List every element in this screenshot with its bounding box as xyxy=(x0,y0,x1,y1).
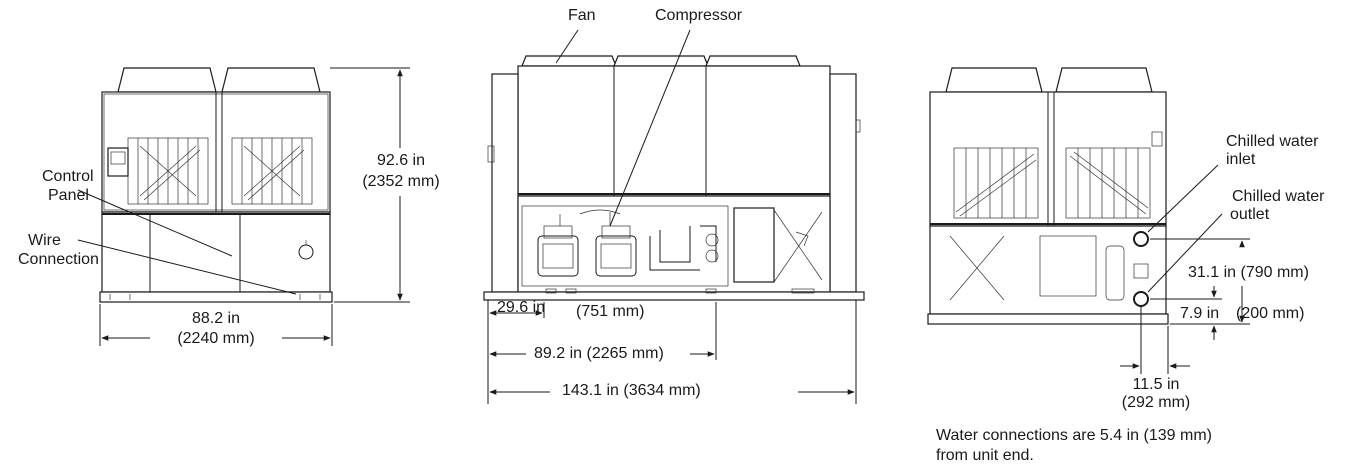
compressor-2 xyxy=(595,235,637,277)
side-coil-section xyxy=(517,65,831,197)
wire-connection-leader xyxy=(77,239,297,295)
control-panel-label-line1: Control xyxy=(42,168,94,185)
rear-fan-shroud-left xyxy=(945,67,1043,93)
rear-dim-31-1: 31.1 in (790 mm) xyxy=(1188,264,1309,281)
wire-connection-label-line1: Wire xyxy=(28,232,61,249)
chilled-water-outlet-label-line2: outlet xyxy=(1230,206,1270,223)
front-height-dim-in: 92.6 in xyxy=(376,152,426,169)
front-height-dim-mm: (2352 mm) xyxy=(362,173,440,190)
rear-dim-11-5-in: 11.5 in xyxy=(1132,376,1180,393)
front-base-rail xyxy=(99,291,333,303)
rear-lower-cabinet xyxy=(929,225,1167,315)
rear-view-unit xyxy=(927,67,1169,325)
side-heat-exchanger xyxy=(733,207,775,283)
rear-fan-shroud-right xyxy=(1055,67,1153,93)
fan-label: Fan xyxy=(568,7,596,24)
side-dim-89-2: 89.2 in (2265 mm) xyxy=(534,345,664,362)
chilled-water-inlet-port xyxy=(1133,231,1149,247)
water-connection-note-line1: Water connections are 5.4 in (139 mm) xyxy=(936,427,1212,444)
rear-dim-7-9-in: 7.9 in xyxy=(1180,305,1220,322)
side-dim-143-1: 143.1 in (3634 mm) xyxy=(562,382,701,399)
side-dim-29-6-mm: (751 mm) xyxy=(576,303,645,320)
rear-dim-11-5-mm: (292 mm) xyxy=(1121,394,1191,411)
inlet-leader xyxy=(1147,164,1219,233)
side-dim-29-6-in: 29.6 in xyxy=(497,299,546,316)
compressor-1 xyxy=(537,235,579,277)
front-width-dim-mm: (2240 mm) xyxy=(177,330,255,347)
side-right-frame xyxy=(829,73,857,293)
outlet-leader xyxy=(1147,213,1223,293)
front-fan-shroud-right xyxy=(221,67,321,93)
compressor-leader xyxy=(609,29,691,227)
front-width-dim-in: 88.2 in xyxy=(191,310,241,327)
side-base-rail xyxy=(483,291,865,301)
chilled-water-inlet-label-line2: inlet xyxy=(1226,151,1256,168)
side-fan-shroud-3 xyxy=(705,55,801,67)
wire-connection-label-line2: Connection xyxy=(18,251,99,268)
front-fan-shroud-left xyxy=(117,67,217,93)
fan-leader xyxy=(555,29,579,64)
side-left-frame xyxy=(491,73,519,293)
rear-base-rail xyxy=(927,313,1169,325)
front-view-unit xyxy=(99,67,333,303)
compressor-label: Compressor xyxy=(655,7,743,24)
water-connection-note-line2: from unit end. xyxy=(936,447,1034,464)
side-view-unit xyxy=(483,55,865,301)
side-fan-shroud-1 xyxy=(521,55,617,67)
control-panel-label-line2: Panel xyxy=(48,187,89,204)
chilled-water-outlet-label-line1: Chilled water xyxy=(1232,188,1325,205)
front-lower-cabinet xyxy=(101,211,331,293)
side-fan-shroud-2 xyxy=(613,55,709,67)
chilled-water-inlet-label-line1: Chilled water xyxy=(1226,133,1319,150)
front-control-box xyxy=(107,147,129,177)
rear-dim-7-9-mm: (200 mm) xyxy=(1236,305,1305,322)
control-panel-leader xyxy=(77,189,233,257)
